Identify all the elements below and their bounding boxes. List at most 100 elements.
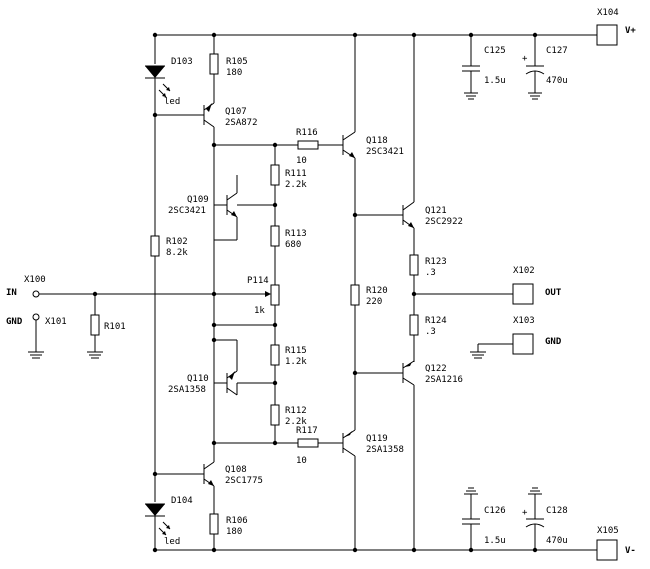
- transistor-q122: Q122 2SA1216: [402, 360, 463, 386]
- r124-ref: R124: [425, 316, 447, 326]
- q121-value: 2SC2922: [425, 217, 463, 227]
- r120-value: 220: [366, 297, 382, 307]
- r117-value: 10: [296, 456, 307, 466]
- resistor-r124: R124 .3: [409, 314, 447, 337]
- resistor-r123: R123 .3: [409, 254, 447, 278]
- resistor-r106: R106 180: [209, 486, 248, 550]
- r123-value: .3: [425, 268, 436, 278]
- r117-ref: R117: [296, 426, 318, 436]
- led-d103: D103 led: [145, 35, 193, 236]
- resistor-r117: R117 10: [296, 426, 319, 466]
- resistor-r112: R112 2.2k: [270, 404, 307, 427]
- r113-value: 680: [285, 240, 301, 250]
- input-terminal-x100[interactable]: X100 IN: [6, 275, 46, 298]
- q122-value: 2SA1216: [425, 375, 463, 385]
- transistor-q107: Q107 2SA872: [155, 102, 258, 425]
- r106-ref: R106: [226, 516, 248, 526]
- x101-ref: X101: [45, 317, 67, 327]
- r111-ref: R111: [285, 169, 307, 179]
- connector-x104[interactable]: X104 V+: [596, 8, 636, 46]
- q107-value: 2SA872: [225, 118, 258, 128]
- r112-ref: R112: [285, 406, 307, 416]
- led-d104: D104 led: [145, 496, 193, 550]
- transistor-q119: Q119 2SA1358: [342, 429, 404, 457]
- q122-ref: Q122: [425, 364, 447, 374]
- c127-ref: C127: [546, 46, 568, 56]
- q108-value: 2SC1775: [225, 476, 263, 486]
- r105-value: 180: [226, 68, 242, 78]
- d103-value: led: [164, 97, 180, 107]
- r101-ref: R101: [104, 322, 126, 332]
- capacitor-c126: C126 1.5u: [462, 487, 506, 550]
- r116-value: 10: [296, 156, 307, 166]
- transistor-q110: Q110 2SA1358: [168, 370, 238, 396]
- p114-ref: P114: [247, 276, 269, 286]
- q119-value: 2SA1358: [366, 445, 404, 455]
- q121-ref: Q121: [425, 206, 447, 216]
- capacitor-c127: + C127 470u: [522, 35, 568, 100]
- vplus-label: V+: [625, 26, 636, 36]
- r115-value: 1.2k: [285, 357, 307, 367]
- resistor-r105: R105 180: [209, 35, 248, 103]
- connector-x105[interactable]: X105 V-: [596, 526, 636, 561]
- c125-ref: C125: [484, 46, 506, 56]
- r111-value: 2.2k: [285, 180, 307, 190]
- capacitor-c128: + C128 470u: [522, 487, 568, 550]
- d104-ref: D104: [171, 496, 193, 506]
- gnd-in-label: GND: [6, 317, 23, 327]
- q110-value: 2SA1358: [168, 385, 206, 395]
- vminus-label: V-: [625, 546, 636, 556]
- ground-out: [470, 343, 513, 359]
- ground-in: [28, 320, 44, 359]
- c126-ref: C126: [484, 506, 506, 516]
- c128-plus: +: [522, 508, 528, 518]
- potentiometer-p114: P114 1k: [214, 276, 280, 316]
- resistor-r113: R113 680: [270, 225, 307, 250]
- resistor-r115: R115 1.2k: [270, 344, 307, 367]
- q110-ref: Q110: [187, 374, 209, 384]
- x103-ref: X103: [513, 316, 535, 326]
- r116-ref: R116: [296, 128, 318, 138]
- r115-ref: R115: [285, 346, 307, 356]
- x104-ref: X104: [597, 8, 619, 18]
- d104-value: led: [164, 537, 180, 547]
- r113-ref: R113: [285, 229, 307, 239]
- c128-ref: C128: [546, 506, 568, 516]
- c125-value: 1.5u: [484, 76, 506, 86]
- c126-value: 1.5u: [484, 536, 506, 546]
- q109-ref: Q109: [187, 195, 209, 205]
- q108-ref: Q108: [225, 465, 247, 475]
- transistor-q109: Q109 2SC3421: [168, 175, 238, 241]
- r112-value: 2.2k: [285, 417, 307, 427]
- resistor-r101: R101: [87, 294, 126, 359]
- transistor-q121: Q121 2SC2922: [402, 201, 463, 229]
- capacitor-c125: C125 1.5u: [462, 35, 506, 100]
- r102-ref: R102: [166, 237, 188, 247]
- x105-ref: X105: [597, 526, 619, 536]
- p114-value: 1k: [254, 306, 265, 316]
- x100-ref: X100: [24, 275, 46, 285]
- resistor-r111: R111 2.2k: [270, 164, 307, 190]
- connector-x102[interactable]: X102 OUT: [512, 266, 562, 305]
- r102-value: 8.2k: [166, 248, 188, 258]
- c127-value: 470u: [546, 76, 568, 86]
- r105-ref: R105: [226, 57, 248, 67]
- in-label: IN: [6, 288, 17, 298]
- gnd-out-label: GND: [545, 337, 562, 347]
- resistor-r116: R116 10: [296, 128, 319, 166]
- q109-value: 2SC3421: [168, 206, 206, 216]
- r124-value: .3: [425, 327, 436, 337]
- resistor-r102: R102 8.2k: [150, 235, 188, 502]
- resistor-r120: R120 220: [350, 284, 388, 307]
- q119-ref: Q119: [366, 434, 388, 444]
- connector-x103[interactable]: X103 GND: [512, 316, 562, 355]
- q107-ref: Q107: [225, 107, 247, 117]
- out-label: OUT: [545, 288, 562, 298]
- c128-value: 470u: [546, 536, 568, 546]
- r123-ref: R123: [425, 257, 447, 267]
- c127-plus: +: [522, 54, 528, 64]
- d103-ref: D103: [171, 57, 193, 67]
- q118-ref: Q118: [366, 136, 388, 146]
- transistor-q108: Q108 2SC1775: [155, 425, 263, 487]
